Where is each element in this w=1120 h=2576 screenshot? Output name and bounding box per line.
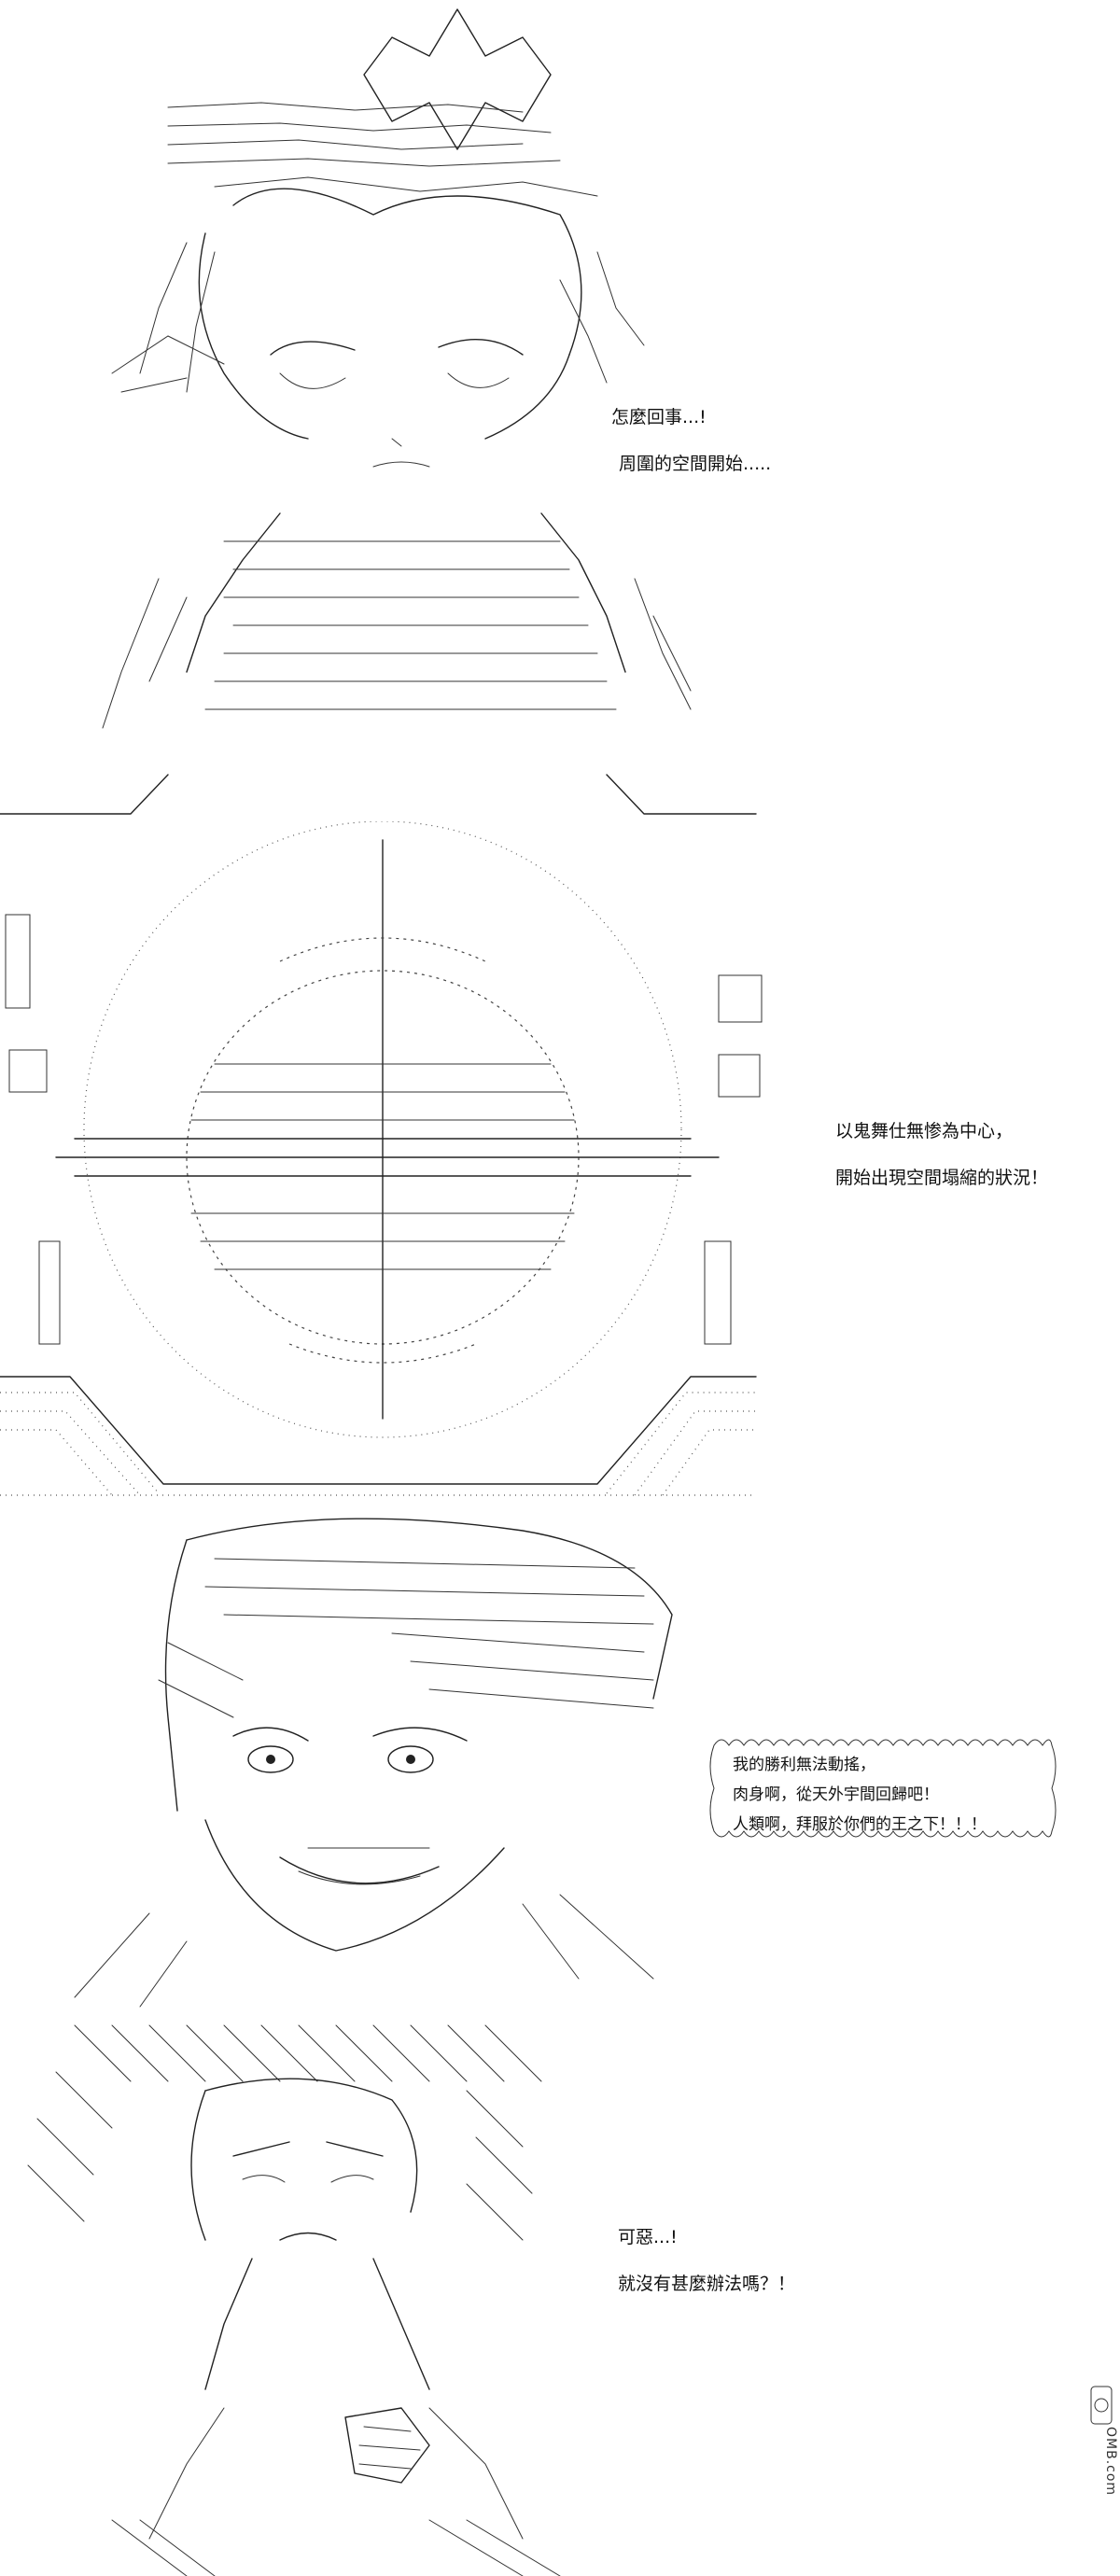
- panel-no-way: 可惡...! 就沒有甚麼辦法嗎？！: [0, 2016, 1120, 2576]
- bubble-line-victory: 我的勝利無法動搖，: [733, 1756, 875, 1774]
- hero-frustrated-art: [27, 2024, 561, 2576]
- speech-bubble: 我的勝利無法動搖， 肉身啊，從天外宇間回歸吧！ 人類啊，拜服於你們的王之下！！！: [705, 1729, 1059, 1848]
- bubble-line-kneel: 人類啊，拜服於你們的王之下！！！: [733, 1815, 987, 1834]
- collapse-vortex-art: [0, 821, 763, 1496]
- watermark-text: OMB.com: [1103, 2427, 1118, 2497]
- caption-space-opening: 周圍的空間開始.....: [619, 454, 772, 474]
- caption-what-happened: 怎麼回事...!: [611, 407, 707, 427]
- site-logo-icon: [1090, 2386, 1113, 2425]
- caption-damn: 可惡...!: [618, 2227, 678, 2247]
- caption-space-collapse: 開始出現空間塌縮的狀況！: [835, 1168, 1049, 1188]
- panel-king-declaration: 我的勝利無法動搖， 肉身啊，從天外宇間回歸吧！ 人類啊，拜服於你們的王之下！！！: [0, 1512, 1120, 2016]
- bubble-outline: [709, 1739, 1057, 1838]
- ascii-character-art: [0, 8, 757, 815]
- panel-space-opening: 怎麼回事...! 周圍的空間開始.....: [0, 0, 1120, 821]
- caption-centered-on-muzan: 以鬼舞仕無惨為中心，: [835, 1121, 1014, 1141]
- bubble-line-body-return: 肉身啊，從天外宇間回歸吧！: [733, 1785, 939, 1804]
- villain-face-art: [74, 1518, 673, 2008]
- caption-no-way: 就沒有甚麼辦法嗎？！: [618, 2274, 796, 2294]
- panel-space-collapse: 以鬼舞仕無惨為中心， 開始出現空間塌縮的狀況！: [0, 821, 1120, 1512]
